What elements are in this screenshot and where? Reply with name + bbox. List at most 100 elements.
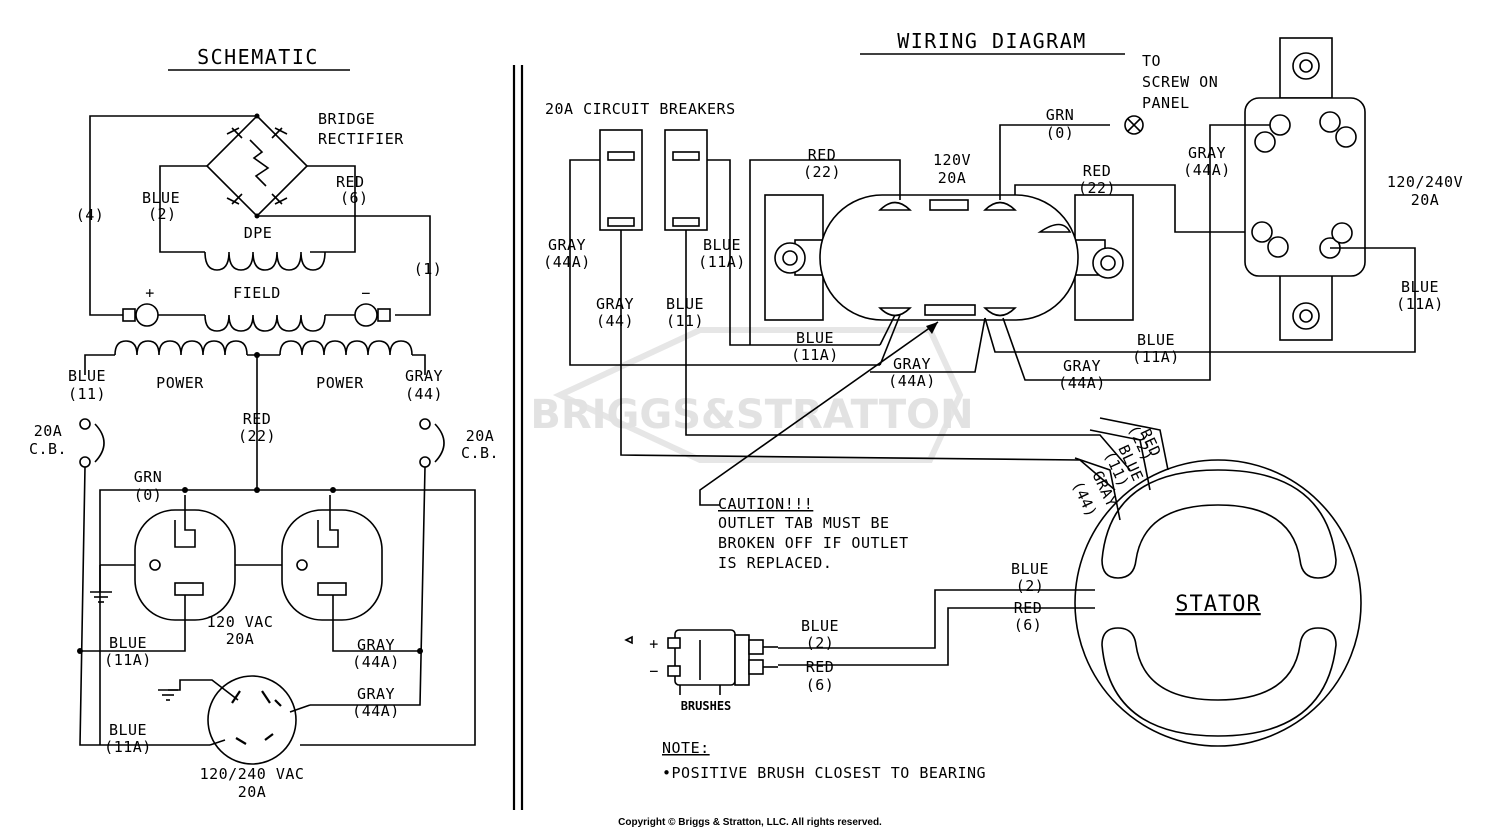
outlet-120-label-2: 20A [938, 169, 967, 187]
gray-44a-left-label-2: (44A) [543, 253, 591, 271]
cb-left-label-1: 20A [34, 422, 63, 440]
wire-red-22-a [749, 159, 901, 345]
stator-lead-red [1099, 417, 1169, 471]
gray-44-label-1: GRAY [596, 295, 634, 313]
red-6-label-1: RED [336, 173, 365, 191]
blue-2-label-2: (2) [148, 205, 177, 223]
red-6-label-1: RED [1014, 599, 1043, 617]
blue-11-label-2: (11) [666, 312, 704, 330]
gray-44a-mid-label-1: GRAY [893, 355, 931, 373]
outlet-120-label-1: 120 VAC [207, 613, 274, 631]
red-6-label-2: (6) [1014, 616, 1043, 634]
gray-44a-label-1: GRAY [357, 636, 395, 654]
outlet-120v-right [281, 495, 383, 625]
wire-blue-2 [778, 589, 1095, 649]
wire-blue-11a-left [707, 159, 880, 346]
wire-gray-44 [620, 230, 1116, 491]
outlet-120-label-1: 120V [933, 151, 971, 169]
power-left-label: POWER [156, 374, 204, 392]
brush-blue-2-label-2: (2) [806, 634, 835, 652]
watermark-text: BRIGGS&STRATTON [530, 392, 973, 438]
gray-44-label-1: GRAY [405, 367, 443, 385]
red-22-b-label-1: RED [1083, 162, 1112, 180]
wire-gray-right-bus [310, 466, 426, 706]
brush-minus: − [649, 662, 659, 680]
wire-gray-240 [289, 704, 311, 713]
blue-2-label-1: BLUE [142, 189, 180, 207]
gray-44a-b-label-1: GRAY [357, 685, 395, 703]
caution-arrow [699, 321, 939, 506]
field-coil [122, 303, 391, 332]
outlet-120v-wiring [764, 194, 1134, 321]
outlet-240-label-2: 20A [238, 783, 267, 801]
blue-11a-label-2: (11A) [104, 651, 152, 669]
blue-11a-right-label-2: (11A) [1132, 348, 1180, 366]
field-plus: + [145, 284, 155, 302]
stator [1074, 459, 1362, 747]
wire-blue-11 [685, 230, 1131, 471]
grn-0-label-2: (0) [134, 486, 163, 504]
wire-gray-44a-mid [870, 317, 986, 373]
caution-line-3: IS REPLACED. [718, 554, 832, 572]
field-label: FIELD [233, 284, 281, 302]
red-6-label-2: (6) [340, 189, 369, 207]
grn-0-label-1: GRN [1046, 106, 1075, 124]
wire-blue-2 [159, 165, 207, 253]
outlet-120v-left [134, 495, 236, 621]
bridge-label-2: RECTIFIER [318, 130, 404, 148]
schematic-title: SCHEMATIC [197, 45, 319, 69]
wiring-section: WIRING DIAGRAM 20A CIRCUIT BREAKERS GRAY… [543, 29, 1463, 782]
blue-11a-left-label-2: (11A) [698, 253, 746, 271]
wire-blue-left-bus [79, 466, 210, 746]
blue-11a-right-label-1: BLUE [1137, 331, 1175, 349]
caution-line-1: OUTLET TAB MUST BE [718, 514, 890, 532]
gray-44a-top-label-1: GRAY [1188, 144, 1226, 162]
power-right-label: POWER [316, 374, 364, 392]
blue-11a-left-label-1: BLUE [703, 236, 741, 254]
grn-0-label-1: GRN [134, 468, 163, 486]
blue-11a-mid-label-2: (11A) [791, 346, 839, 364]
wire-4 [89, 115, 257, 316]
wire-blue-11a-outlet [80, 620, 186, 652]
red-22-label-2: (22) [238, 427, 276, 445]
note-title: NOTE: [662, 739, 710, 757]
dpe-label: DPE [244, 224, 273, 242]
wire-red-6 [307, 165, 356, 253]
blue-2-label-2: (2) [1016, 577, 1045, 595]
breakers-label: 20A CIRCUIT BREAKERS [545, 100, 736, 118]
gray-44a-mid-label-2: (44A) [888, 372, 936, 390]
wire-blue-11a-far [984, 247, 1416, 353]
brushes-label: BRUSHES [681, 699, 732, 713]
brush-blue-2-label-1: BLUE [801, 617, 839, 635]
outlet-240-label-1: 120/240V [1387, 173, 1463, 191]
wire-gray-44a-tab [879, 314, 901, 366]
brush-red-6-label-2: (6) [806, 676, 835, 694]
blue-11-label-1: BLUE [68, 367, 106, 385]
blue-2-label-1: BLUE [1011, 560, 1049, 578]
to-screw-3: PANEL [1142, 94, 1190, 112]
gray-44a-b-label-2: (44A) [352, 702, 400, 720]
bridge-label-1: BRIDGE [318, 110, 375, 128]
brush-plus: + [649, 635, 659, 653]
red-22-b-label-2: (22) [1078, 179, 1116, 197]
dpe-coil [204, 251, 326, 271]
blue-11a-far-label-2: (11A) [1396, 295, 1444, 313]
wire-grn-0 [999, 124, 1110, 200]
blue-11a-label-1: BLUE [109, 634, 147, 652]
grn-0-label-2: (0) [1046, 124, 1075, 142]
red-22-a-label-2: (22) [803, 163, 841, 181]
outlet-120-label-2: 20A [226, 630, 255, 648]
to-screw-1: TO [1142, 52, 1161, 70]
gray-44a-top-label-2: (44A) [1183, 161, 1231, 179]
wire-gray-44a-left [569, 159, 880, 366]
outlet-240v [158, 675, 297, 765]
cb-right-label-1: 20A [466, 427, 495, 445]
brush-assembly [624, 629, 778, 695]
wire-red-6 [778, 607, 1095, 666]
wire-gray-44a-right [1002, 124, 1270, 381]
gray-44-label-2: (44) [596, 312, 634, 330]
wire-1-label: (1) [414, 260, 443, 278]
blue-11a-far-label-1: BLUE [1401, 278, 1439, 296]
